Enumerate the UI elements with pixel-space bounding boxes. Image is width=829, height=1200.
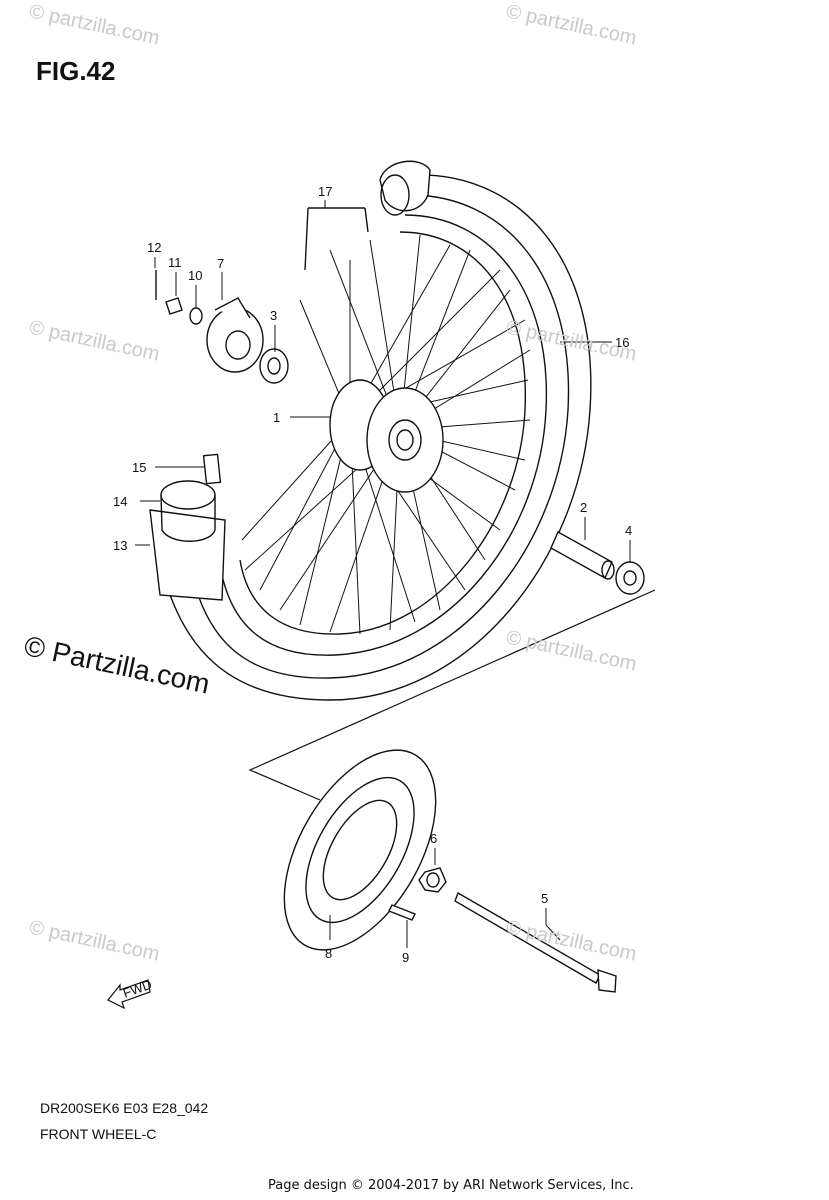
fwd-arrow: FWD — [107, 977, 154, 1010]
axle-nut — [418, 867, 447, 893]
spoke-nipple — [304, 207, 369, 271]
disc-bolt — [388, 904, 416, 921]
part-labels: 1 2 3 4 5 6 7 8 9 10 11 12 13 14 15 16 1… — [113, 184, 632, 965]
rim-lock-top — [379, 160, 431, 216]
fwd-label: FWD — [121, 977, 154, 1001]
part-label-9[interactable]: 9 — [402, 950, 409, 965]
part-label-13[interactable]: 13 — [113, 538, 127, 553]
part-label-15[interactable]: 15 — [132, 460, 146, 475]
figure-title: FIG.42 — [36, 56, 116, 86]
part-label-1[interactable]: 1 — [273, 410, 280, 425]
part-label-3[interactable]: 3 — [270, 308, 277, 323]
part-label-8[interactable]: 8 — [325, 946, 332, 961]
brake-disc — [283, 749, 437, 951]
part-label-5[interactable]: 5 — [541, 891, 548, 906]
part-label-17[interactable]: 17 — [318, 184, 332, 199]
part-label-4[interactable]: 4 — [625, 523, 632, 538]
speedometer-gearbox — [155, 270, 289, 384]
assembly-separator — [248, 589, 656, 801]
diagram-caption: FRONT WHEEL-C — [40, 1126, 157, 1142]
page-footer: Page design © 2004-2017 by ARI Network S… — [268, 1178, 634, 1193]
part-label-12[interactable]: 12 — [147, 240, 161, 255]
part-label-16[interactable]: 16 — [615, 335, 629, 350]
part-label-6[interactable]: 6 — [430, 831, 437, 846]
part-label-7[interactable]: 7 — [217, 256, 224, 271]
diagram-code: DR200SEK6 E03 E28_042 — [40, 1100, 209, 1116]
front-axle — [454, 891, 617, 993]
part-label-2[interactable]: 2 — [580, 500, 587, 515]
leader-lines — [135, 200, 631, 948]
part-label-14[interactable]: 14 — [113, 494, 127, 509]
part-label-11[interactable]: 11 — [168, 255, 182, 270]
wheel-hub — [329, 379, 444, 493]
rim-lock-bottom — [149, 453, 226, 601]
part-label-10[interactable]: 10 — [188, 268, 202, 283]
front-wheel-rim — [159, 174, 592, 701]
